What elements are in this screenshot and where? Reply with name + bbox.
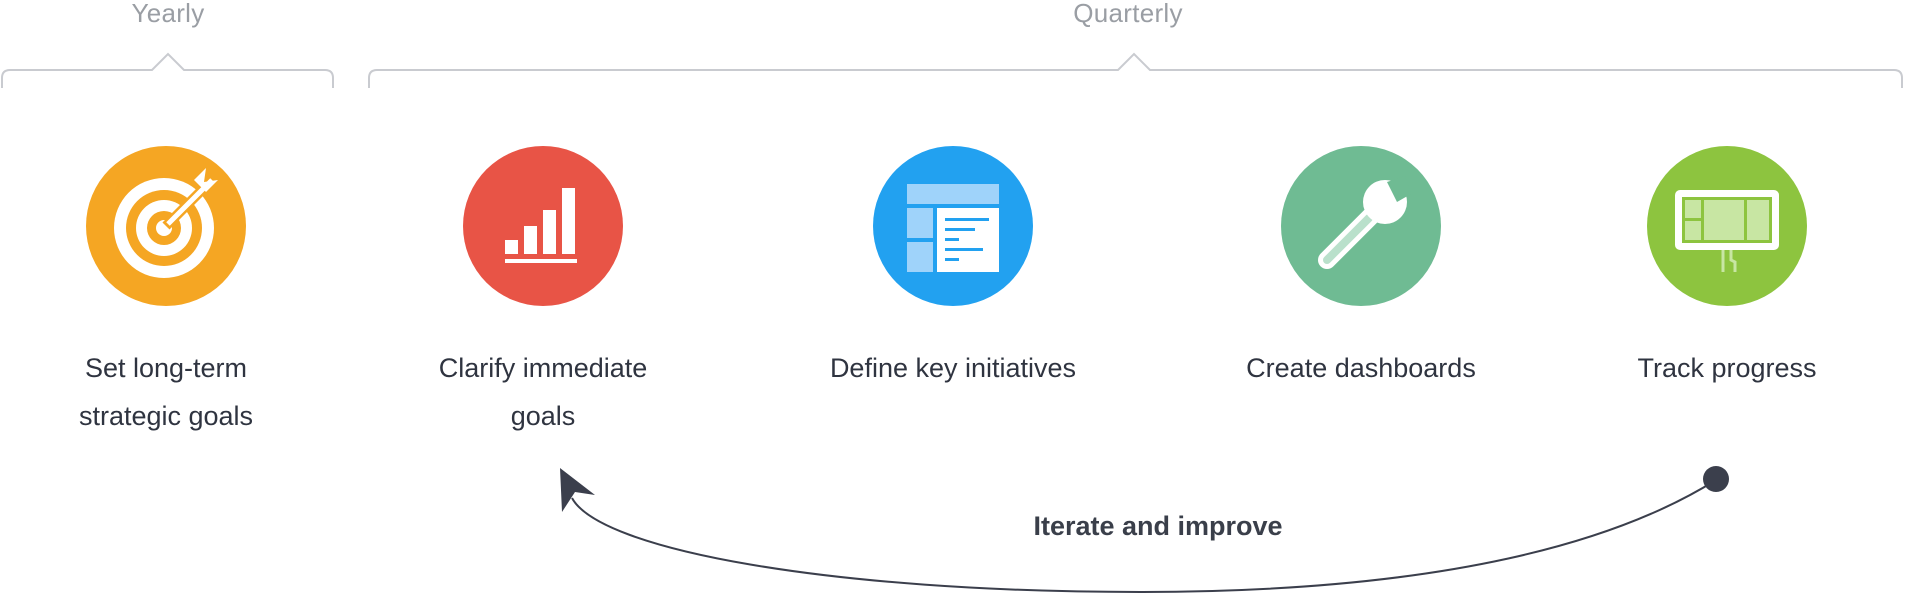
document-layout-icon xyxy=(907,184,999,272)
target-icon xyxy=(114,168,218,278)
step-circle xyxy=(873,146,1033,306)
yearly-bracket xyxy=(1,52,334,88)
step-label: Create dashboards xyxy=(1246,353,1476,383)
wrench-icon xyxy=(1318,176,1411,269)
quarterly-label: Quarterly xyxy=(1073,0,1183,28)
step-label: Define key initiatives xyxy=(829,353,1077,383)
step-clarify-goals: Clarify immediate goals xyxy=(383,146,703,440)
yearly-label: Yearly xyxy=(131,0,205,28)
presentation-board-icon xyxy=(1675,190,1779,272)
iterate-loop-curve xyxy=(571,479,1717,594)
step-label: Track progress xyxy=(1637,353,1817,383)
loop-start-dot xyxy=(1703,466,1729,492)
step-define-initiatives: Define key initiatives xyxy=(793,146,1113,392)
step-circle xyxy=(1647,146,1807,306)
step-label: Set long-term strategic goals xyxy=(78,353,254,431)
iterate-label: Iterate and improve xyxy=(1033,511,1283,541)
loop-arrowhead-icon xyxy=(560,468,595,512)
step-track-progress: Track progress xyxy=(1567,146,1887,392)
step-create-dashboards: Create dashboards xyxy=(1201,146,1521,392)
step-circle xyxy=(463,146,623,306)
quarterly-bracket xyxy=(368,52,1903,88)
step-set-goals: Set long-term strategic goals xyxy=(6,146,326,440)
step-label: Clarify immediate goals xyxy=(438,353,648,431)
bar-chart-icon xyxy=(505,188,577,263)
step-circle xyxy=(86,146,246,306)
step-circle xyxy=(1281,146,1441,306)
